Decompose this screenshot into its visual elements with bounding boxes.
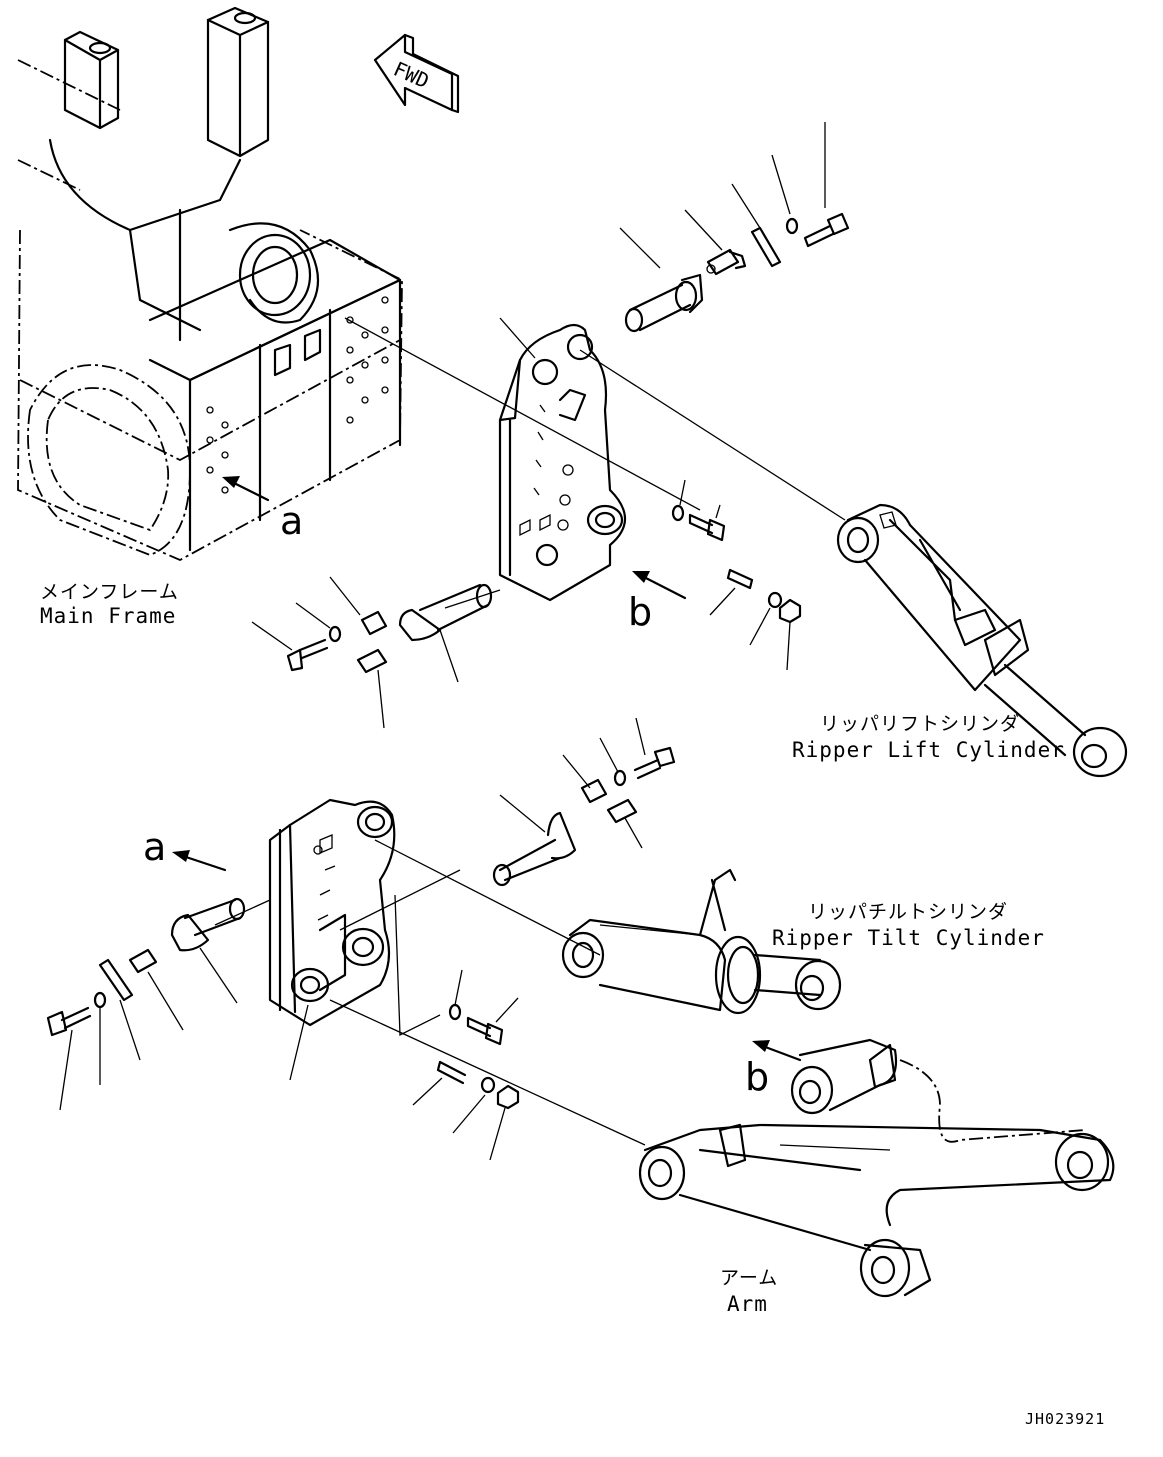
reference-a-upper: a — [280, 499, 304, 543]
lock-plate — [98, 958, 134, 1002]
washer — [671, 504, 685, 522]
stud — [436, 1060, 467, 1085]
grease-fitting — [356, 648, 388, 674]
ripper-bracket-lower — [268, 798, 396, 1027]
bolt — [803, 212, 850, 248]
arm-label-en: Arm — [727, 1292, 768, 1316]
main-frame — [17, 6, 403, 562]
pin-lower-left — [170, 897, 246, 952]
main-frame-label-en: Main Frame — [40, 604, 177, 628]
ripper-tilt-cylinder — [561, 868, 842, 1015]
ripper-lift-cylinder-label-jp: リッパリフトシリンダ — [820, 713, 1021, 735]
drawing-code: JH023921 — [1025, 1410, 1106, 1428]
ripper-bracket-upper — [498, 323, 626, 602]
washer — [448, 1003, 462, 1021]
ripper-tilt-cylinder-label-jp: リッパチルトシリンダ — [808, 901, 1009, 923]
arm — [638, 1038, 1115, 1298]
lock-plate — [360, 610, 388, 636]
ripper-lift-cylinder — [836, 503, 1128, 778]
washer — [785, 217, 799, 235]
grease-fitting — [706, 248, 747, 276]
grease-fitting — [128, 948, 158, 974]
bolt — [466, 1016, 504, 1046]
ripper-tilt-cylinder-label-en: Ripper Tilt Cylinder — [772, 926, 1045, 950]
main-frame-label-jp: メインフレーム — [40, 581, 179, 603]
nut — [778, 598, 802, 624]
washer — [328, 625, 342, 643]
stud — [726, 568, 754, 590]
washer — [613, 769, 627, 787]
bolt — [286, 638, 329, 672]
pin-upper-left — [398, 583, 493, 642]
bolt — [688, 513, 726, 542]
reference-b-upper: b — [628, 590, 653, 634]
bolt — [46, 1006, 92, 1037]
washer — [480, 1076, 496, 1094]
washer — [767, 591, 783, 609]
pin-lower-upper — [492, 811, 577, 887]
reference-b-lower: b — [745, 1055, 770, 1099]
pin-upper-top — [624, 273, 704, 333]
grease-fitting — [606, 798, 638, 824]
ripper-lift-cylinder-label-en: Ripper Lift Cylinder — [792, 738, 1065, 762]
fwd-arrow-icon — [373, 33, 460, 114]
lock-plate — [750, 226, 782, 268]
washer — [93, 991, 107, 1009]
bolt — [633, 746, 676, 780]
nut — [496, 1084, 520, 1110]
reference-a-lower: a — [143, 825, 167, 869]
arm-label-jp: アーム — [720, 1267, 779, 1289]
lock-plate — [580, 778, 608, 804]
